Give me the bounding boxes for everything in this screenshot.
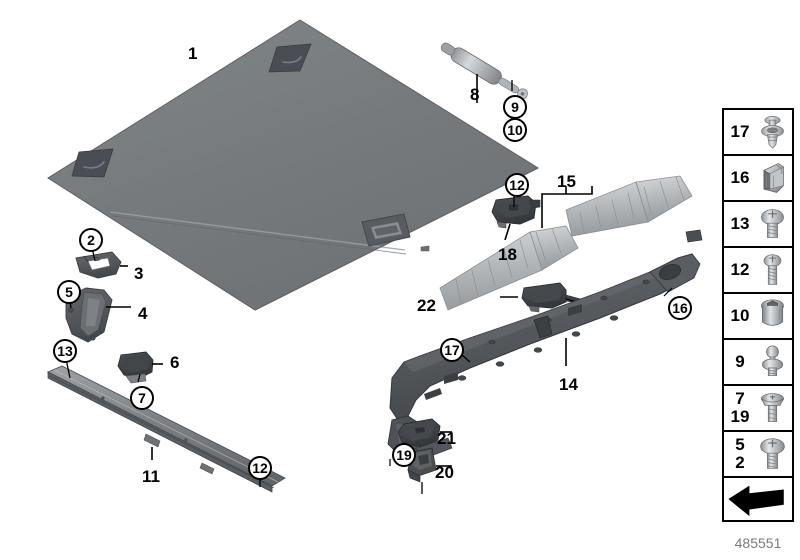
legend-number: 13: [730, 214, 750, 234]
direction-arrow-icon: [724, 478, 792, 520]
callout-5-screw: 5: [57, 280, 81, 304]
threaded-insert-icon: [753, 294, 792, 338]
flat-head-bolt-icon: [753, 386, 792, 430]
machine-screw-icon: [753, 248, 792, 292]
legend-number: 17: [730, 122, 750, 142]
sill-trim-strip-lower: [439, 225, 579, 311]
callout-21-mounting-block: 21: [437, 429, 456, 448]
callout-9-ball-pin: 9: [503, 95, 527, 119]
part-floor-panel: [47, 19, 540, 311]
callout-4-support-bracket: 4: [138, 304, 148, 323]
legend-row-9: 9: [724, 340, 792, 386]
legend-number: 9: [735, 352, 745, 372]
legend-row-number: 17: [724, 123, 753, 141]
callout-7-screw: 7: [130, 386, 154, 410]
callout-22-catch-bracket: 22: [417, 296, 436, 315]
callout-19-screw: 19: [392, 443, 416, 467]
part-striker-block: [491, 188, 541, 241]
callout-15-loading-sill-trim-strip: 15: [557, 172, 576, 191]
sill-trim-strip-upper: [565, 175, 693, 237]
callout-20-retaining-bracket: 20: [435, 463, 454, 482]
legend-row-number: 9: [724, 353, 753, 371]
callout-10-threaded-insert-nut: 10: [503, 118, 527, 142]
panel-strap-handle-left: [71, 148, 114, 178]
legend-row-number: 12: [724, 261, 753, 279]
callout-17-expanding-rivet: 17: [440, 338, 464, 362]
part-handle-recess-trim: [75, 242, 128, 279]
hardware-legend: 17 16 13: [722, 108, 794, 522]
part-mounting-block: [397, 418, 452, 448]
legend-number: 12: [730, 260, 750, 280]
expanding-rivet-icon: [753, 110, 792, 154]
callout-1-luggage-compartment-floor-panel: 1: [188, 44, 198, 63]
panel-strap-handle-right: [268, 43, 312, 73]
ball-pin-icon: [753, 340, 792, 384]
legend-number: 16: [730, 168, 750, 188]
legend-row-16: 16: [724, 156, 792, 202]
part-cover-cap: [117, 351, 163, 384]
legend-number: 2: [735, 453, 745, 472]
part-floor-rail: [46, 353, 286, 493]
part-sill-trim-strips: [439, 175, 693, 311]
callout-3-handle-recess-trim: 3: [134, 264, 144, 283]
legend-row-12: 12: [724, 248, 792, 294]
legend-row-17: 17: [724, 110, 792, 156]
legend-row-10: 10: [724, 294, 792, 340]
legend-number: 7: [735, 389, 745, 409]
callout-13-screw: 13: [53, 339, 77, 363]
callout-11-floor-rail: 11: [142, 467, 160, 486]
callout-14-rear-trim-panel: 14: [559, 375, 578, 394]
callout-6-cover-cap: 6: [170, 353, 180, 372]
callout-16-clip: 16: [668, 296, 692, 320]
pan-head-screw-icon: [753, 202, 792, 246]
spring-clip-icon: [753, 156, 792, 200]
legend-number: 5: [735, 435, 745, 455]
pan-head-bolt-icon: [753, 432, 792, 476]
legend-row-number: 16: [724, 169, 753, 187]
legend-number: 10: [730, 306, 750, 326]
legend-row-number: 13: [724, 215, 753, 233]
legend-row-13: 13: [724, 202, 792, 248]
callout-18-striker-block: 18: [498, 245, 517, 264]
callout-12-screw: 12: [505, 173, 529, 197]
callout-8-gas-spring-strut: 8: [470, 85, 480, 104]
legend-row-number: 10: [724, 307, 753, 325]
callout-12-screw: 12: [248, 456, 272, 480]
legend-row-direction-arrow: [724, 478, 792, 522]
part-gas-spring-strut: [440, 42, 528, 103]
diagram-id: 485551: [734, 535, 782, 551]
part-support-bracket: [65, 287, 131, 343]
callout-2-screw: 2: [79, 228, 103, 252]
panel-recessed-handle: [361, 213, 411, 247]
legend-number: 19: [730, 407, 750, 426]
